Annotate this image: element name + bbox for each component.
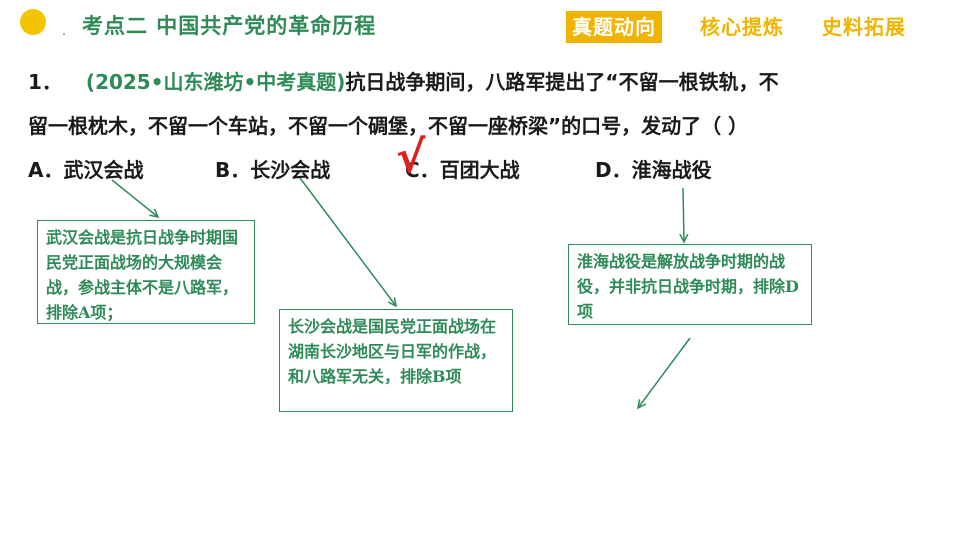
stray-arrow-icon xyxy=(638,337,691,408)
arrow-d-icon xyxy=(683,187,684,242)
tab-material-extension[interactable]: 史料拓展 xyxy=(822,15,906,39)
explanation-note-a: 武汉会战是抗日战争时期国民党正面战场的大规模会战，参战主体不是八路军，排除A项； xyxy=(37,220,255,324)
tab-core-summary[interactable]: 核心提炼 xyxy=(700,15,784,39)
arrow-a-icon xyxy=(111,179,158,217)
option-text: 长沙会战 xyxy=(250,158,331,182)
option-a[interactable]: A．武汉会战 xyxy=(28,154,143,183)
tab-exam-trends[interactable]: 真题动向 xyxy=(566,11,662,43)
question-number: 1． xyxy=(28,70,62,94)
question-source: (2025•山东潍坊•中考真题) xyxy=(85,70,346,94)
option-text: 百团大战 xyxy=(439,158,520,182)
decorative-dot-icon xyxy=(20,9,46,35)
arrow-b-icon xyxy=(299,177,396,306)
decorative-small-dot xyxy=(63,33,65,35)
question-line-1: 1． (2025•山东潍坊•中考真题)抗日战争期间，八路军提出了“不留一根铁轨，不 xyxy=(28,66,779,95)
option-c[interactable]: C．百团大战 xyxy=(405,154,520,183)
question-text-part-1: 抗日战争期间，八路军提出了“不留一根铁轨，不 xyxy=(345,70,779,94)
correct-check-icon: √ xyxy=(396,132,426,183)
topic-title: 考点二 中国共产党的革命历程 xyxy=(82,14,377,38)
option-letter: A． xyxy=(28,158,64,182)
option-letter: B． xyxy=(215,158,251,182)
explanation-note-d: 淮海战役是解放战争时期的战役，并非抗日战争时期，排除D项 xyxy=(568,244,812,325)
question-line-2: 留一根枕木，不留一个车站，不留一个碉堡，不留一座桥梁”的口号，发动了（ ） xyxy=(28,114,749,138)
option-letter: C． xyxy=(405,158,440,182)
option-text: 武汉会战 xyxy=(63,158,144,182)
option-d[interactable]: D．淮海战役 xyxy=(595,154,712,183)
option-text: 淮海战役 xyxy=(631,158,712,182)
explanation-note-b: 长沙会战是国民党正面战场在湖南长沙地区与日军的作战，和八路军无关，排除B项 xyxy=(279,309,513,412)
option-b[interactable]: B．长沙会战 xyxy=(215,154,330,183)
option-letter: D． xyxy=(595,158,632,182)
